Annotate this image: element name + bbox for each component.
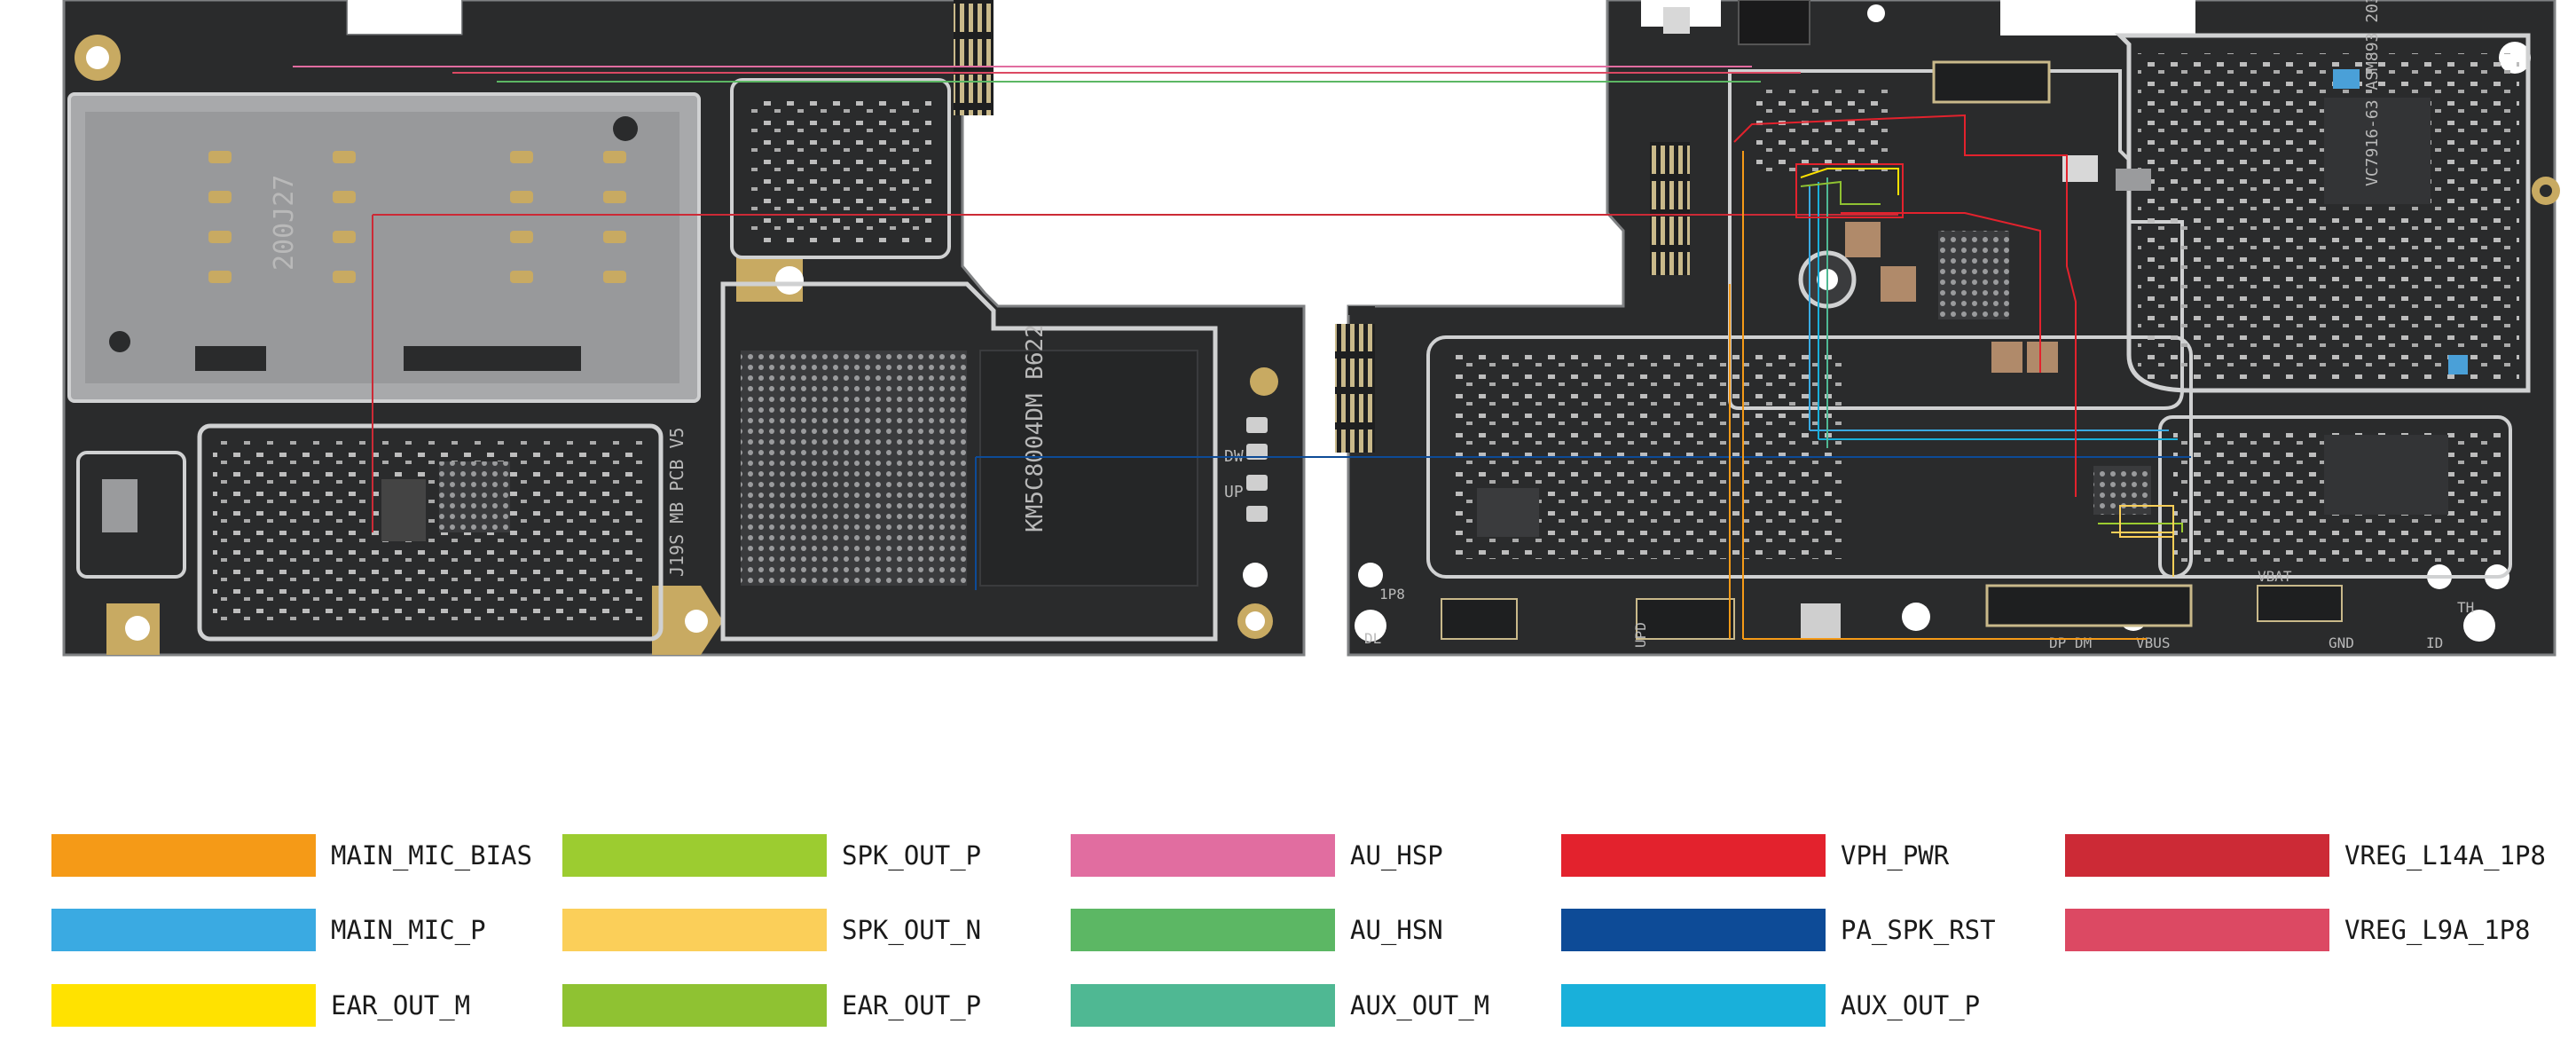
legend-label: VREG_L9A_1P8 bbox=[2344, 915, 2531, 945]
legend-label: AUX_OUT_P bbox=[1841, 990, 1981, 1020]
legend-swatch bbox=[1561, 909, 1826, 951]
vbus-silk: VBUS bbox=[2136, 634, 2171, 651]
th-silk: TH bbox=[2457, 599, 2474, 616]
dl-silk: DL bbox=[1364, 630, 1381, 647]
net-traces bbox=[293, 66, 2191, 640]
legend-label: EAR_OUT_P bbox=[842, 990, 982, 1020]
legend-swatch bbox=[562, 834, 827, 877]
amp-marking-silk: VC7916-63 ASM893 2036 bbox=[2363, 0, 2382, 186]
legend-swatch bbox=[562, 984, 827, 1027]
legend-label: SPK_OUT_P bbox=[842, 840, 982, 871]
pcb-board-photo: 200J27 KM5C8004DM B622 J19S MB PCB V5 UP… bbox=[62, 0, 2560, 657]
legend-swatch bbox=[51, 834, 316, 877]
legend-label: VPH_PWR bbox=[1841, 840, 1950, 871]
part-number-silk: 200J27 bbox=[269, 175, 300, 271]
legend-label: EAR_OUT_M bbox=[331, 990, 471, 1020]
legend-swatch bbox=[1561, 984, 1826, 1027]
legend-label: MAIN_MIC_P bbox=[331, 915, 486, 945]
legend-label: PA_SPK_RST bbox=[1841, 915, 1996, 945]
legend-label: AU_HSN bbox=[1350, 915, 1443, 945]
memory-marking-silk: KM5C8004DM B622 bbox=[1022, 324, 1048, 532]
dp-dm-silk: DP DM bbox=[2049, 634, 2092, 651]
1p8-silk: 1P8 bbox=[1379, 586, 1405, 603]
gnd-silk: GND bbox=[2329, 634, 2354, 651]
legend-swatch bbox=[1561, 834, 1826, 877]
upd-silk: UPD bbox=[1632, 622, 1649, 648]
vbat-silk: VBAT bbox=[2258, 568, 2292, 585]
legend-label: VREG_L14A_1P8 bbox=[2344, 840, 2546, 871]
legend-swatch bbox=[51, 909, 316, 951]
signal-legend: MAIN_MIC_BIAS SPK_OUT_P AU_HSP VPH_PWR VREG_… bbox=[0, 825, 2576, 1048]
right-board: VC7916-63 ASM893 2036 DL 1P8 VBUS GN bbox=[1335, 0, 2560, 657]
legend-swatch bbox=[2065, 834, 2329, 877]
legend-swatch bbox=[1071, 984, 1335, 1027]
legend-label: SPK_OUT_N bbox=[842, 915, 982, 945]
legend-label: AUX_OUT_M bbox=[1350, 990, 1490, 1020]
legend-label: MAIN_MIC_BIAS bbox=[331, 840, 532, 871]
pcb-board-svg: 200J27 KM5C8004DM B622 J19S MB PCB V5 UP… bbox=[62, 0, 2560, 657]
legend-label: AU_HSP bbox=[1350, 840, 1443, 871]
board-id-silk: J19S MB PCB V5 bbox=[666, 427, 687, 577]
up-silk: UP bbox=[1224, 483, 1244, 501]
legend-swatch bbox=[51, 984, 316, 1027]
legend-swatch bbox=[1071, 909, 1335, 951]
legend-swatch bbox=[1071, 834, 1335, 877]
legend-swatch bbox=[2065, 909, 2329, 951]
id-silk: ID bbox=[2426, 634, 2443, 651]
left-board: 200J27 KM5C8004DM B622 J19S MB PCB V5 UP… bbox=[62, 0, 1306, 657]
legend-swatch bbox=[562, 909, 827, 951]
